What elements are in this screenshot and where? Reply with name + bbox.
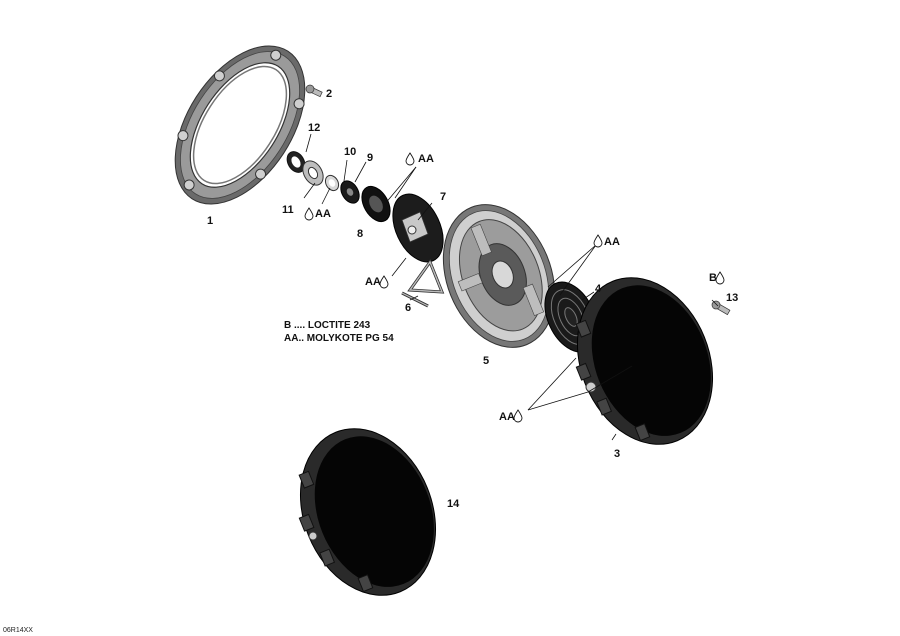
lube-code-aa-5: AA [499,411,515,423]
callout-2: 2 [326,88,332,100]
callout-3: 3 [614,448,620,460]
oil-drop-icon-6 [715,271,725,285]
legend-line-aa: AA.. MOLYKOTE PG 54 [284,333,394,344]
housing-ring-part [174,45,306,205]
lube-code-aa-1: AA [418,153,434,165]
bushing-10-part [324,174,340,192]
callout-5: 5 [483,355,489,367]
bolt-top-part [305,84,323,98]
callout-13: 13 [726,292,738,304]
callout-4: 4 [595,283,602,295]
cover-14-part [298,428,437,596]
washer-8-part [361,185,391,223]
lubricant-legend: B .... LOCTITE 243 AA.. MOLYKOTE PG 54 [284,320,394,344]
ratchet-plate-part [392,193,444,263]
rope-reel-part [442,204,556,348]
nut-9-part [340,180,360,204]
callout-7: 7 [440,191,446,203]
lube-code-aa-3: AA [365,276,381,288]
washer-11-part [302,160,324,186]
rope-guide-part [401,258,445,308]
oil-drop-icon-5 [513,409,523,423]
callout-9: 9 [367,152,373,164]
callout-11: 11 [282,204,294,216]
callout-6: 6 [405,302,411,314]
oil-drop-icon-4 [593,234,603,248]
callout-12: 12 [308,122,320,134]
callout-1: 1 [207,215,213,227]
oil-drop-icon-3 [379,275,389,289]
oil-drop-icon-1 [405,152,415,166]
lube-code-b: B [709,272,717,284]
callout-10: 10 [344,146,356,158]
starter-cover-part [575,277,714,445]
seal-12-part [286,151,306,173]
lube-code-aa-2: AA [315,208,331,220]
lube-code-aa-4: AA [604,236,620,248]
legend-line-b: B .... LOCTITE 243 [284,320,371,331]
oil-drop-icon-2 [304,207,314,221]
leader-lines [303,133,719,441]
callout-8: 8 [357,228,363,240]
reference-code: 06R14XX [3,627,33,634]
callout-14: 14 [447,498,460,510]
